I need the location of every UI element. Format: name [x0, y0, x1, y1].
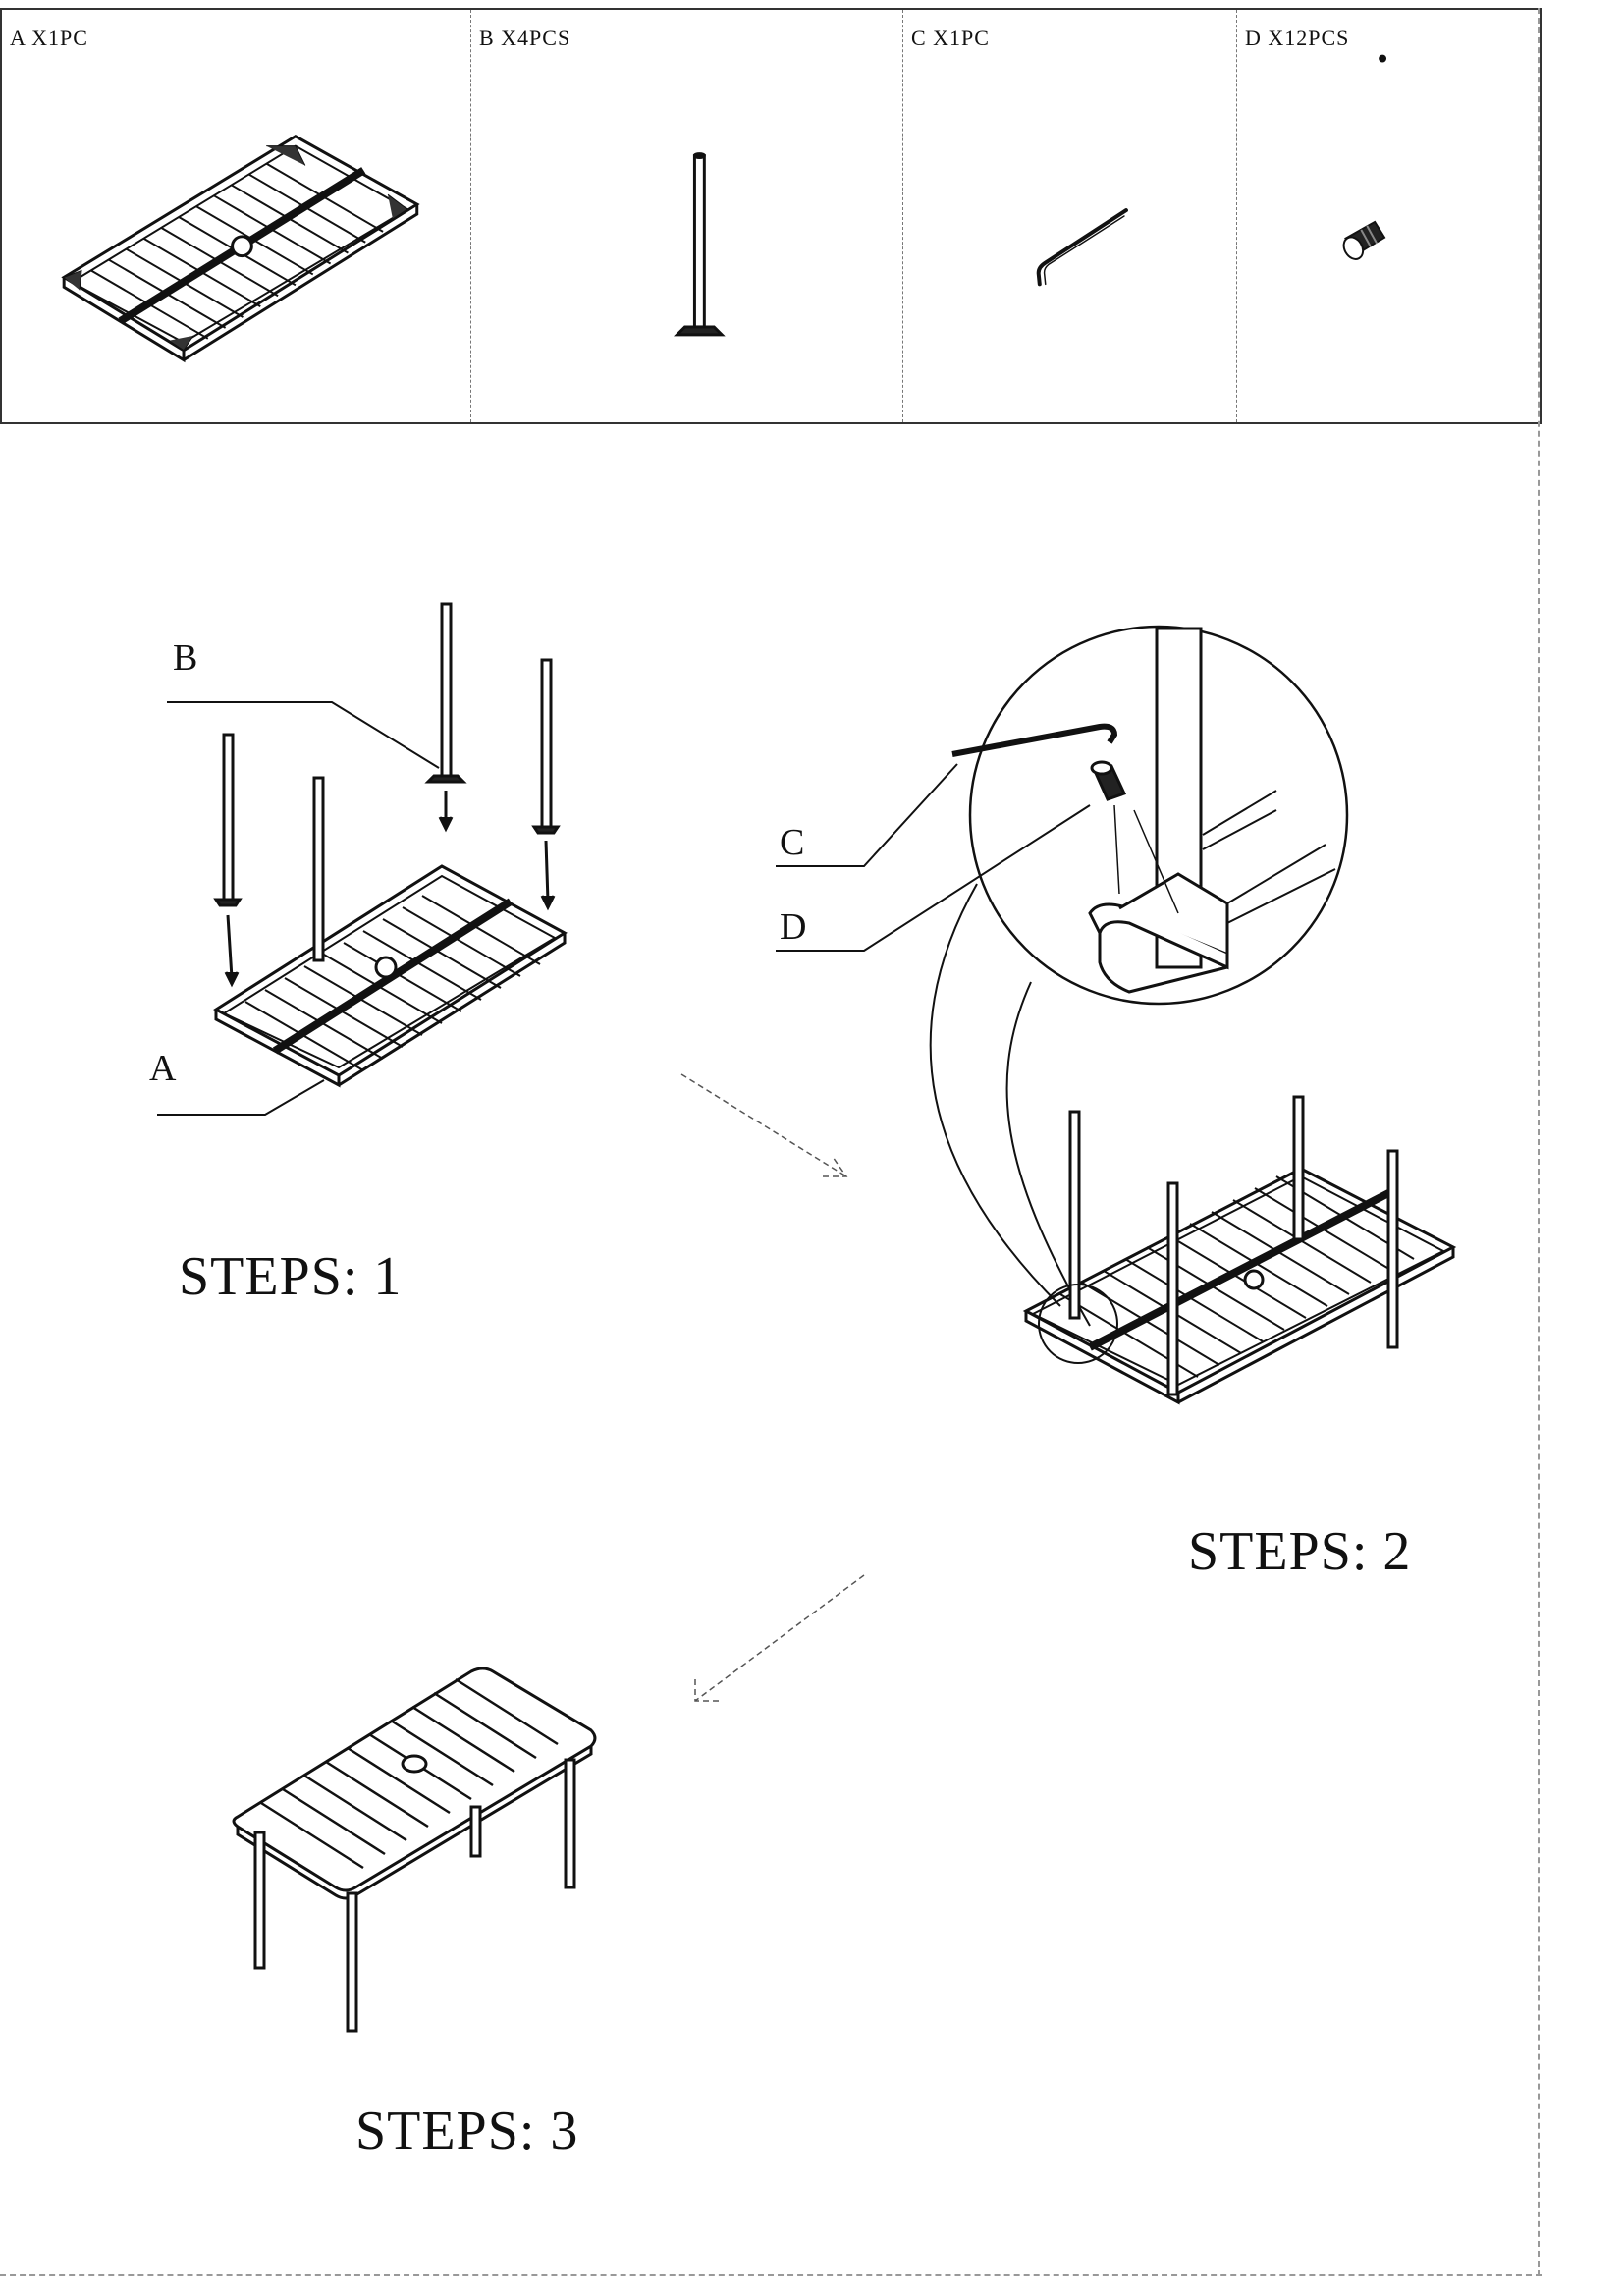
step-2-diagram [776, 625, 1457, 1405]
step-1-label: STEPS: 1 [179, 1246, 403, 1307]
step-2-callout-d: D [780, 906, 807, 948]
bolt-icon [1342, 54, 1387, 260]
page-border-bottom [0, 2274, 1542, 2276]
part-d-label: D X12PCS [1245, 26, 1350, 50]
step-1-callout-b: B [173, 637, 198, 679]
tabletop-frame-icon [61, 135, 420, 363]
part-cell-b: B X4PCS [471, 10, 903, 422]
arrow-step-1-to-2 [680, 1073, 848, 1177]
allen-key-icon [1036, 208, 1128, 287]
step-1-callout-a: A [149, 1048, 177, 1089]
part-cell-a: A X1PC [2, 10, 471, 422]
step-3-diagram [232, 1667, 597, 2033]
step-1-diagram [157, 602, 568, 1116]
step-2-callout-c: C [780, 822, 805, 863]
part-c-label: C X1PC [911, 26, 990, 50]
parts-table: A X1PC [0, 8, 1542, 424]
part-cell-d: D X12PCS [1237, 10, 1543, 422]
arrow-step-2-to-3 [694, 1574, 865, 1702]
part-a-label: A X1PC [10, 26, 88, 50]
part-cell-c: C X1PC [903, 10, 1237, 422]
step-2-label: STEPS: 2 [1188, 1521, 1412, 1582]
step-3-label: STEPS: 3 [355, 2101, 579, 2161]
page-border-right [1538, 8, 1540, 2276]
table-leg-icon [674, 152, 726, 337]
part-b-label: B X4PCS [479, 26, 571, 50]
